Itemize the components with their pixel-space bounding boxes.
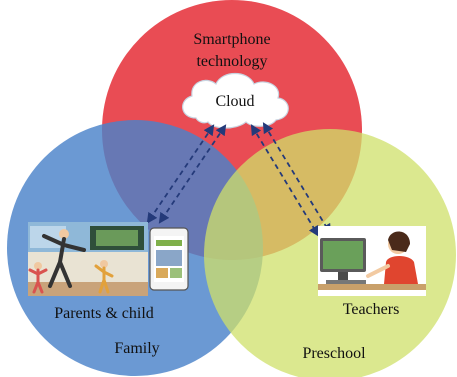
family-label: Family xyxy=(114,340,159,357)
smartphone-technology-label-line1: Smartphone xyxy=(193,31,270,48)
smartphone-icon xyxy=(149,227,189,291)
family-exercise-illustration xyxy=(28,222,148,296)
teachers-label: Teachers xyxy=(343,301,400,318)
teacher-computer-illustration xyxy=(318,226,426,296)
arrow-cloud-to-parents-2 xyxy=(158,124,227,224)
smartphone-technology-label-line2: technology xyxy=(196,53,267,70)
preschool-label: Preschool xyxy=(302,345,366,362)
arrow-cloud-to-teachers-2 xyxy=(262,122,332,235)
parents-child-label: Parents & child xyxy=(54,305,154,322)
cloud-label: Cloud xyxy=(215,93,254,110)
